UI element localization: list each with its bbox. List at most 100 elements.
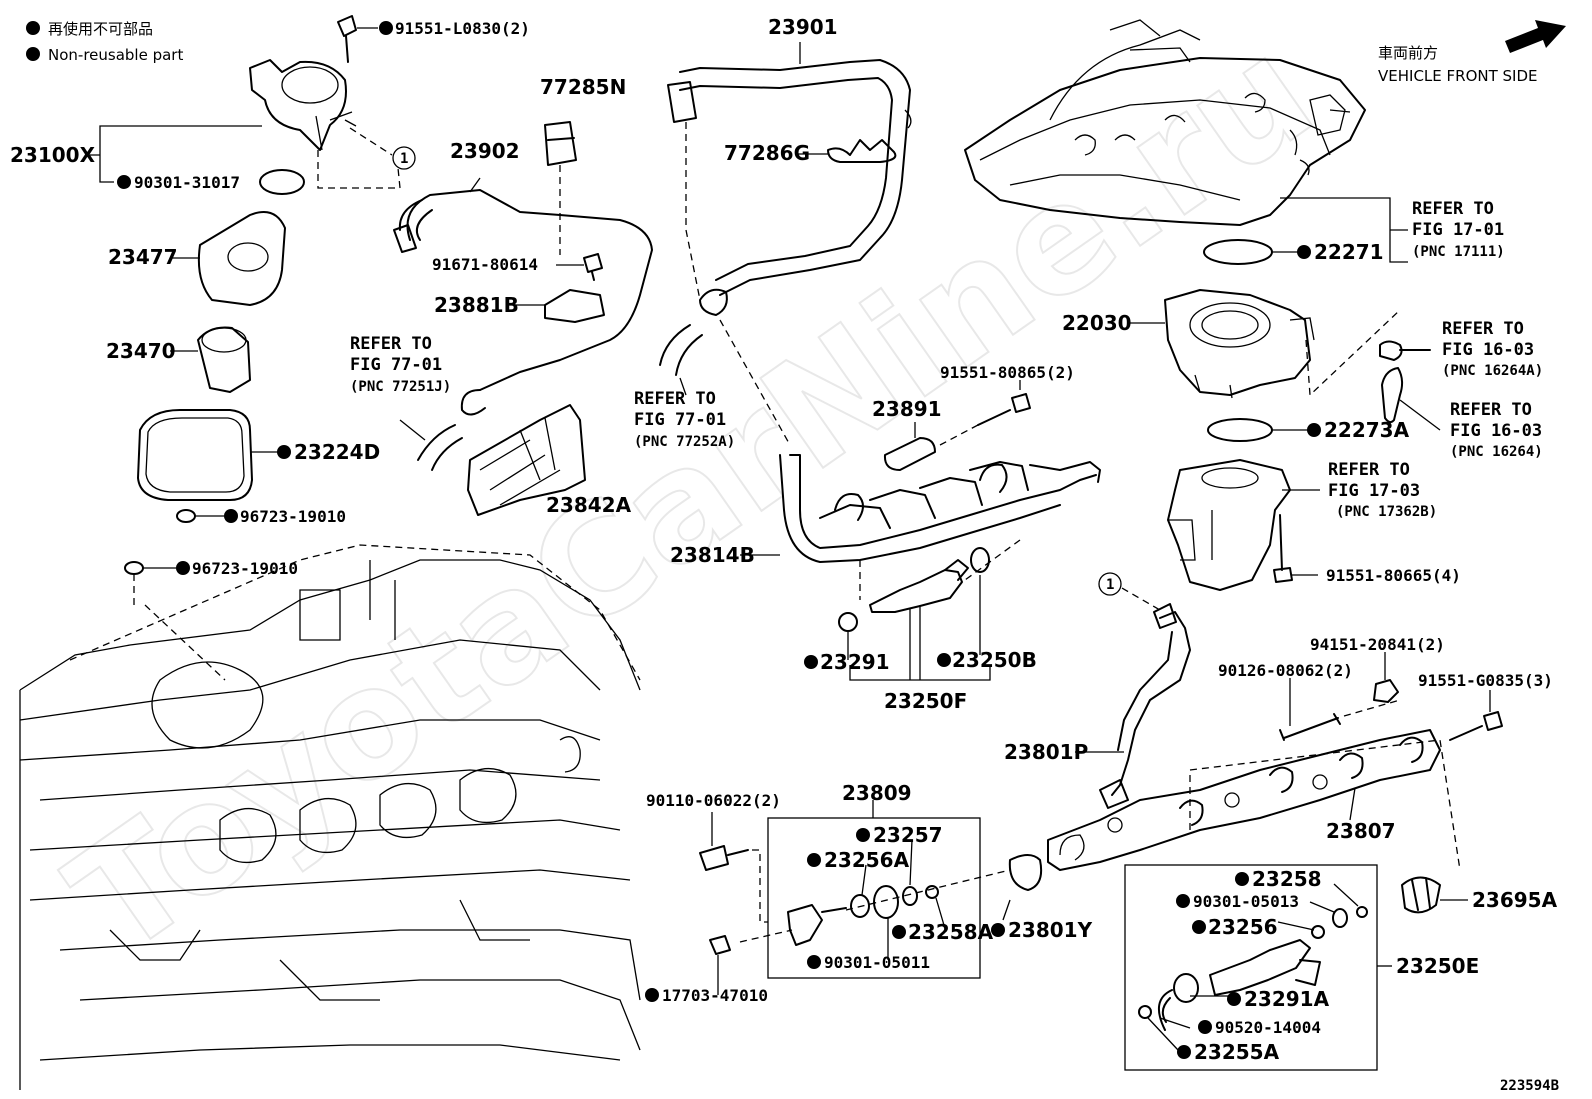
part-labels: 91551-L0830(2) 23100X 90301-31017 23477 … — [10, 15, 1558, 1064]
label-23801Y: 23801Y — [1008, 918, 1093, 942]
hose-23901-group — [659, 42, 912, 446]
kit-box-23809 — [767, 817, 981, 979]
svg-text:(PNC 77251J): (PNC 77251J) — [350, 379, 451, 395]
svg-text:FIG 17-01: FIG 17-01 — [1412, 220, 1504, 240]
pipe-23814B — [789, 454, 1097, 549]
clip-77285N — [544, 121, 577, 166]
label-23250B: 23250B — [952, 648, 1037, 672]
label-23901: 23901 — [768, 15, 838, 39]
injector-23250E — [1209, 939, 1311, 996]
injector-23250F — [869, 569, 963, 613]
svg-text:(PNC 77252A): (PNC 77252A) — [634, 434, 735, 450]
label-90110-06022: 90110-06022(2) — [646, 791, 781, 810]
label-91551-80865: 91551-80865(2) — [940, 363, 1075, 382]
svg-text:(PNC 17111): (PNC 17111) — [1412, 244, 1505, 260]
engine-block-illustration — [19, 544, 641, 1090]
front-arrow-icon — [1505, 20, 1566, 53]
pipe-23807 — [1047, 729, 1441, 871]
label-22030: 22030 — [1062, 311, 1132, 335]
stud-90126-08062 — [1279, 713, 1341, 741]
svg-text:REFER TO: REFER TO — [1442, 319, 1524, 339]
hose-23902 — [406, 189, 653, 391]
nut-94151-20841 — [1373, 679, 1399, 703]
label-23257: 23257 — [873, 823, 943, 847]
front-direction-jp: 車両前方 — [1378, 44, 1438, 62]
label-23814B: 23814B — [670, 543, 755, 567]
legend-dot-jp — [26, 21, 40, 35]
protector-23842A — [467, 404, 586, 516]
bracket-23881B — [544, 289, 605, 323]
svg-text:REFER TO: REFER TO — [1412, 199, 1494, 219]
bolt-91551-G0835 — [1449, 711, 1503, 741]
label-23224D: 23224D — [294, 440, 380, 464]
label-22271: 22271 — [1314, 240, 1384, 264]
legend-text-en: Non-reusable part — [48, 46, 183, 64]
hose-23902-group — [393, 121, 653, 516]
svg-text:FIG 77-01: FIG 77-01 — [634, 410, 726, 430]
label-90126-08062: 90126-08062(2) — [1218, 661, 1353, 680]
label-23695A: 23695A — [1472, 888, 1558, 912]
svg-text:FIG 16-03: FIG 16-03 — [1450, 421, 1542, 441]
bolt-91551-L0830 — [337, 15, 357, 63]
label-23881B: 23881B — [434, 293, 519, 317]
svg-text:(PNC 16264A): (PNC 16264A) — [1442, 363, 1543, 379]
kit-23809-group — [645, 800, 1011, 1002]
label-23891: 23891 — [872, 397, 942, 421]
callout-1-b-circle — [1098, 572, 1122, 596]
label-23477: 23477 — [108, 245, 178, 269]
hose-16-03-a — [1379, 340, 1431, 361]
legend-text-jp: 再使用不可部品 — [48, 20, 153, 38]
label-90520-14004: 90520-14004 — [1215, 1018, 1321, 1037]
callout-1-b: 1 — [1106, 577, 1114, 593]
label-23256A: 23256A — [824, 848, 910, 872]
label-91551-80665: 91551-80665(4) — [1326, 566, 1461, 585]
label-23100X: 23100X — [10, 143, 96, 167]
bolt-91551-80665 — [1273, 514, 1293, 583]
plug-17703-47010 — [709, 935, 731, 955]
refer-77-01-j: REFER TO FIG 77-01 (PNC 77251J) — [350, 334, 451, 395]
label-23258A: 23258A — [908, 920, 994, 944]
illustration-id: 223594B — [1500, 1078, 1559, 1094]
label-91551-L0830: 91551-L0830(2) — [395, 19, 530, 38]
legend: 再使用不可部品 Non-reusable part — [26, 20, 183, 64]
pipe-23801P — [1111, 611, 1191, 796]
refer-16-03: REFER TO FIG 16-03 (PNC 16264) — [1450, 400, 1543, 460]
label-91671-80614: 91671-80614 — [432, 255, 538, 274]
clip-23695A — [1401, 876, 1441, 914]
svg-text:FIG 77-01: FIG 77-01 — [350, 355, 442, 375]
delivery-pipe-23807-group — [1008, 572, 1503, 914]
hose-23901 — [679, 59, 911, 296]
svg-text:FIG 17-03: FIG 17-03 — [1328, 481, 1420, 501]
svg-text:REFER TO: REFER TO — [634, 389, 716, 409]
label-91551-G0835: 91551-G0835(3) — [1418, 671, 1553, 690]
label-23250F: 23250F — [884, 689, 967, 713]
front-direction: 車両前方 VEHICLE FRONT SIDE — [1378, 20, 1566, 85]
label-17703-47010: 17703-47010 — [662, 986, 768, 1005]
insulator-23477 — [197, 211, 286, 306]
fuel-pump-group — [86, 15, 416, 681]
intake-manifold — [964, 57, 1366, 226]
seal-23291 — [838, 612, 858, 632]
intake-manifold-group — [964, 19, 1441, 591]
gasket-23224D — [137, 409, 253, 501]
label-23291A: 23291A — [1244, 987, 1330, 1011]
watermark: ToyotaCarNine.ru — [41, 5, 1343, 989]
label-23470: 23470 — [106, 339, 176, 363]
oring-23250B — [970, 547, 990, 573]
legend-dot-en — [26, 47, 40, 61]
label-23902: 23902 — [450, 139, 520, 163]
label-23807: 23807 — [1326, 819, 1396, 843]
bolt-90110-06022 — [699, 845, 749, 871]
kit-box-23250E — [1124, 864, 1378, 1071]
clamp-77286G — [827, 139, 897, 163]
label-23258: 23258 — [1252, 867, 1322, 891]
label-23250E: 23250E — [1396, 954, 1479, 978]
label-77285N: 77285N — [540, 75, 626, 99]
callout-1-a: 1 — [400, 151, 408, 167]
svg-text:REFER TO: REFER TO — [350, 334, 432, 354]
refer-77-01-a: REFER TO FIG 77-01 (PNC 77252A) — [634, 389, 735, 450]
svg-text:(PNC 17362B): (PNC 17362B) — [1336, 504, 1437, 520]
bolt-91551-80865 — [977, 393, 1031, 426]
label-23801P: 23801P — [1004, 740, 1088, 764]
label-90301-31017: 90301-31017 — [134, 173, 240, 192]
